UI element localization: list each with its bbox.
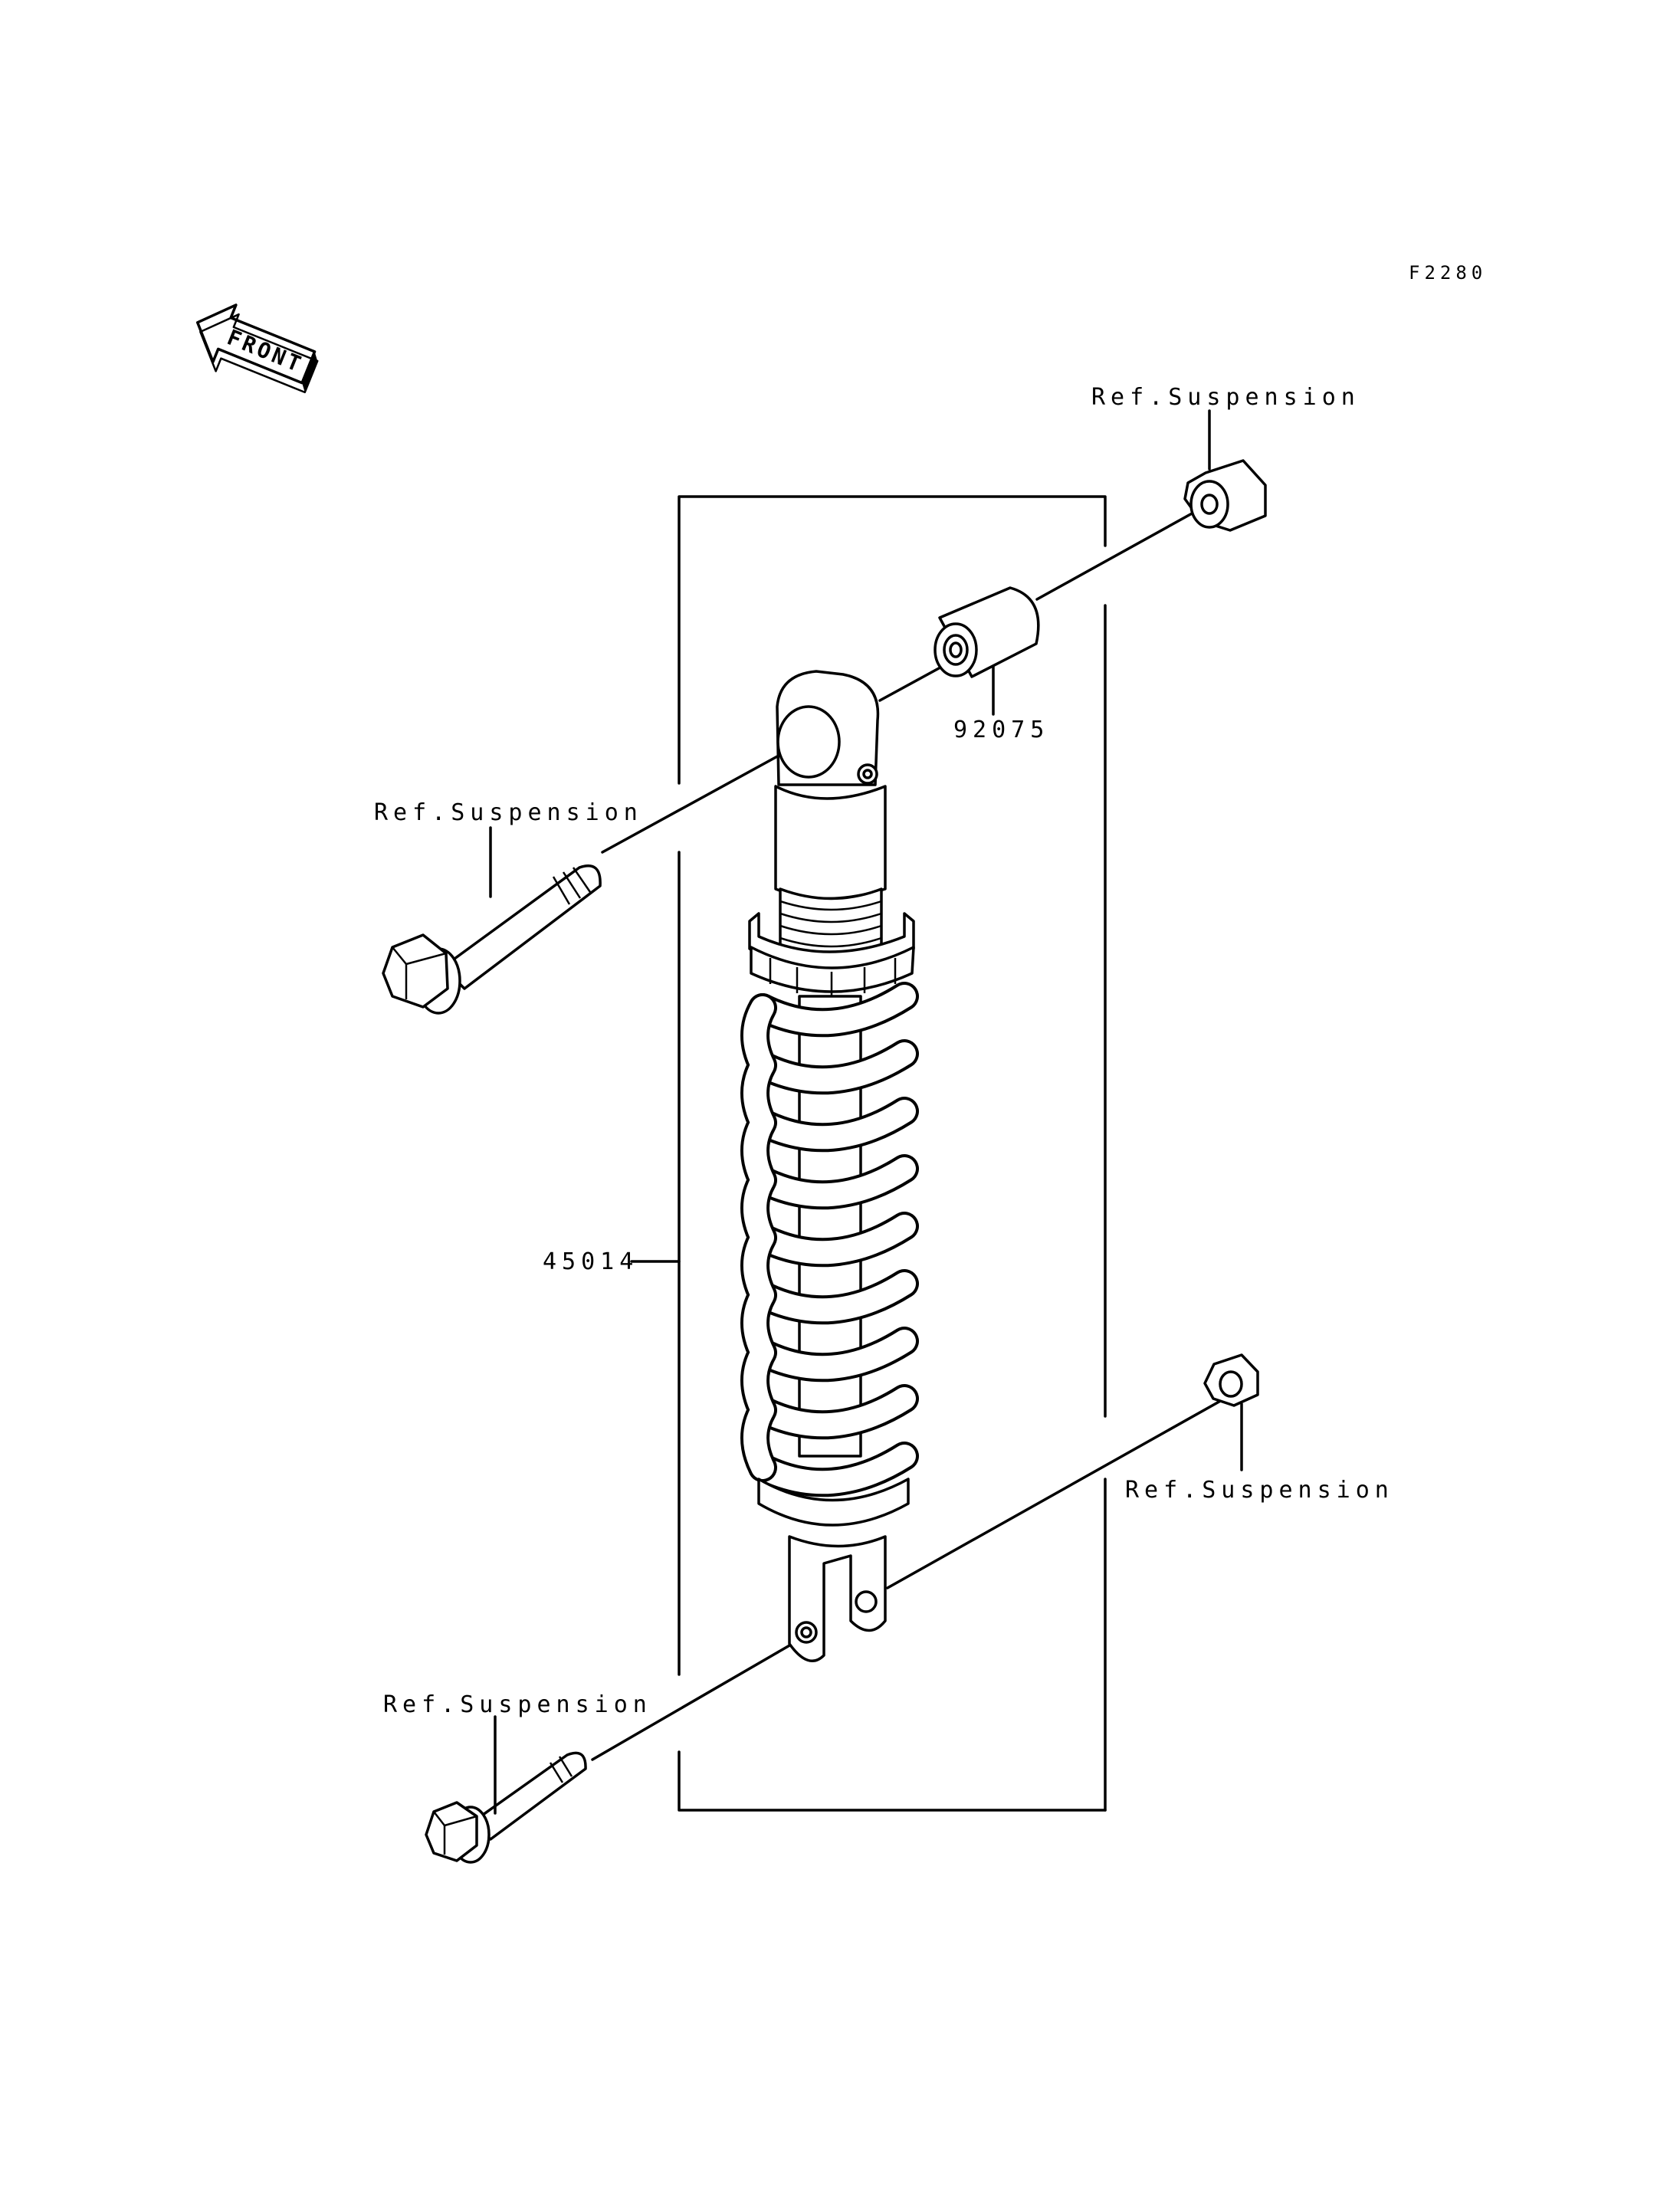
assembly-bracket — [678, 495, 1107, 1812]
figure-code: F2280 — [1409, 262, 1487, 284]
upper-flange-nut — [1183, 459, 1267, 532]
lower-mounting-bolt — [425, 1751, 587, 1864]
upper-mounting-bolt — [382, 864, 602, 1015]
callout-leaders — [489, 409, 1243, 1815]
callout-shock-absorber-45014: 45014 — [543, 1248, 638, 1275]
mounting-axis-lines — [591, 507, 1225, 1761]
callout-lower-bolt: Ref.Suspension — [383, 1691, 652, 1718]
callout-upper-bolt: Ref.Suspension — [374, 799, 643, 826]
callout-lower-nut: Ref.Suspension — [1125, 1477, 1394, 1504]
callout-upper-nut: Ref.Suspension — [1091, 384, 1360, 411]
lower-hex-nut — [1203, 1353, 1259, 1407]
shock-absorber-45014 — [740, 670, 919, 1663]
callout-collar-92075: 92075 — [953, 717, 1049, 743]
front-direction-arrow-icon: FRONT — [195, 303, 319, 394]
collar-92075 — [934, 586, 1040, 678]
